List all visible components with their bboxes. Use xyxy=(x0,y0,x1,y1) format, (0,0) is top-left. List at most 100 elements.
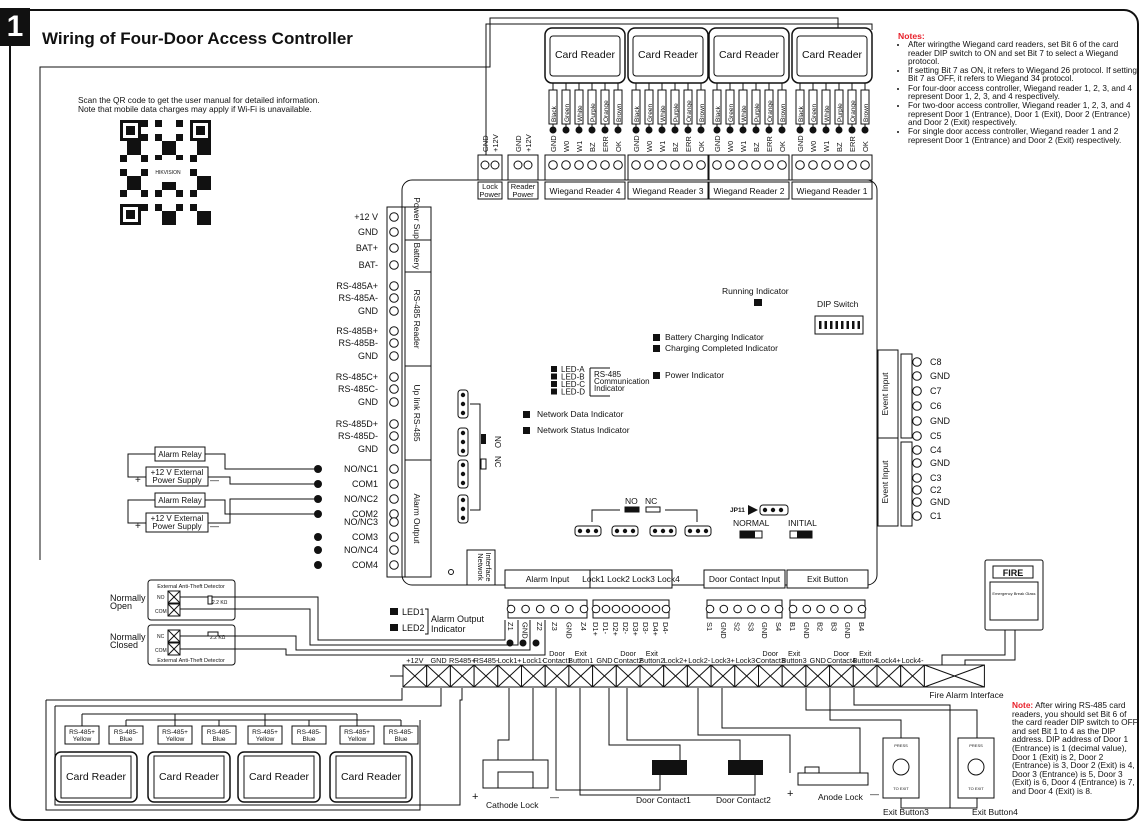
left-pin-label: COM1 xyxy=(352,479,378,489)
page-title: Wiring of Four-Door Access Controller xyxy=(42,29,353,48)
terminal-screw xyxy=(631,160,641,170)
terminal-screw xyxy=(644,160,654,170)
exit-button3-push xyxy=(892,758,910,776)
left-pin-label: RS-485D- xyxy=(338,431,378,441)
fire-label-box xyxy=(992,565,1034,579)
wire-color-box xyxy=(821,89,831,125)
wire-end-dot xyxy=(726,126,734,134)
strip-terminal-x xyxy=(450,664,475,688)
terminal-screw xyxy=(912,473,922,483)
left-pin-label: GND xyxy=(358,351,379,361)
wire-end-dot xyxy=(645,126,653,134)
event-pin-label: GND xyxy=(930,458,951,468)
detector-wire xyxy=(180,620,546,656)
strip-terminal-x xyxy=(805,664,830,688)
anode-lock-label: Anode Lock xyxy=(818,792,864,802)
event-pin-label: C2 xyxy=(930,485,942,495)
event-input-terminal-strip xyxy=(900,441,913,527)
strip-label: Contact4 xyxy=(827,656,856,665)
strip-terminal-x xyxy=(710,664,736,688)
left-group-label-box xyxy=(404,271,432,367)
strip-label: Door xyxy=(549,649,565,658)
event-pin-label: C8 xyxy=(930,357,942,367)
wire-end-dot xyxy=(796,126,804,134)
button-wire xyxy=(829,688,902,738)
dip-switch-bit xyxy=(852,321,855,329)
pin-label-bz: BZ xyxy=(588,142,597,152)
event-pin-label: GND xyxy=(930,416,951,426)
network-status-led xyxy=(523,427,530,434)
terminal-screw xyxy=(764,160,774,170)
strip-label: Lock1- xyxy=(522,656,544,665)
terminal-screw xyxy=(670,160,680,170)
rs485-minus-label: Blue xyxy=(119,736,132,743)
note-item: For single door access controller, Wiega… xyxy=(908,128,1138,145)
strip-label: RS485+ xyxy=(449,656,476,665)
fire-label: FIRE xyxy=(1003,568,1024,578)
wire-end-dot xyxy=(752,126,760,134)
jp11-arrow-icon xyxy=(748,505,758,515)
pin-label-err: ERR xyxy=(601,136,610,152)
button-wire xyxy=(950,798,978,809)
terminal-screw xyxy=(621,604,631,614)
wire-color-brown: Brown xyxy=(616,103,623,122)
terminal-screw xyxy=(389,419,399,429)
terminal-screw xyxy=(513,160,523,170)
ext-power-label: Power Supply xyxy=(152,522,201,531)
terminal-screw xyxy=(912,458,922,468)
qr-module xyxy=(204,183,211,190)
terminal-screw xyxy=(788,604,798,614)
strip-terminal-x xyxy=(663,664,688,688)
jp11-label: JP11 xyxy=(730,507,745,514)
strip-terminal-x xyxy=(852,664,878,688)
strip-label: Door xyxy=(762,649,778,658)
battery-charging-led xyxy=(653,334,660,341)
strip-label: Exit xyxy=(575,649,587,658)
terminal-screw xyxy=(712,160,722,170)
network-status-label: Network Status Indicator xyxy=(537,425,630,435)
jumper-nc xyxy=(480,458,487,470)
bottom-pin-label: D3+ xyxy=(631,622,640,637)
rs485-comm-label: Indicator xyxy=(594,384,625,393)
bottom-pin-label: GND xyxy=(564,622,573,639)
pin-label-gnd: GND xyxy=(632,135,641,152)
resistor-label: 2.2 KΩ xyxy=(212,600,228,606)
left-pin-label: RS-485A- xyxy=(338,293,378,303)
wire-color-box xyxy=(847,89,857,125)
wire-end-dot xyxy=(835,126,843,134)
terminal-screw xyxy=(389,212,399,222)
terminal-screw xyxy=(591,604,601,614)
qr-module xyxy=(190,155,197,162)
left-group-label-box xyxy=(404,459,432,578)
wire-color-box xyxy=(561,89,571,125)
qr-instructions: Scan the QR code to get the user manual … xyxy=(78,96,320,113)
qr-module xyxy=(197,141,204,148)
event-pin-label: C1 xyxy=(930,511,942,521)
relay-wire xyxy=(208,498,318,524)
qr-module xyxy=(190,169,197,176)
pin-label-w0: W0 xyxy=(726,141,735,152)
pin-label-ok: OK xyxy=(697,141,706,152)
qr-module xyxy=(204,148,211,155)
notes-heading: Notes: xyxy=(898,31,925,41)
rs485-note-text: After wiring RS-485 card readers, you sh… xyxy=(1012,700,1138,796)
wire-color-box xyxy=(600,89,610,125)
power-group-label: Lock xyxy=(482,182,498,191)
alarm-terminal-dot xyxy=(314,533,322,541)
terminal-screw xyxy=(696,160,706,170)
rs485-led-label: LED-A xyxy=(561,365,585,374)
wire-color-box xyxy=(613,89,623,125)
qr-module xyxy=(169,141,176,148)
anode-lock-bolt xyxy=(804,766,820,774)
terminal-screw xyxy=(548,160,558,170)
jumper-pin xyxy=(460,471,466,477)
alarm-output-indicator-label: Alarm Output xyxy=(431,614,485,624)
wire-end-dot xyxy=(861,126,869,134)
plus-sign: + xyxy=(787,788,793,800)
rs485-card-reader-label: Card Reader xyxy=(66,771,127,783)
qr-module xyxy=(127,183,134,190)
running-indicator-label: Running Indicator xyxy=(722,286,789,296)
bottom-group-label-box xyxy=(589,569,673,589)
wiegand-group-label-box xyxy=(791,181,873,200)
wire-end-dot xyxy=(632,126,640,134)
